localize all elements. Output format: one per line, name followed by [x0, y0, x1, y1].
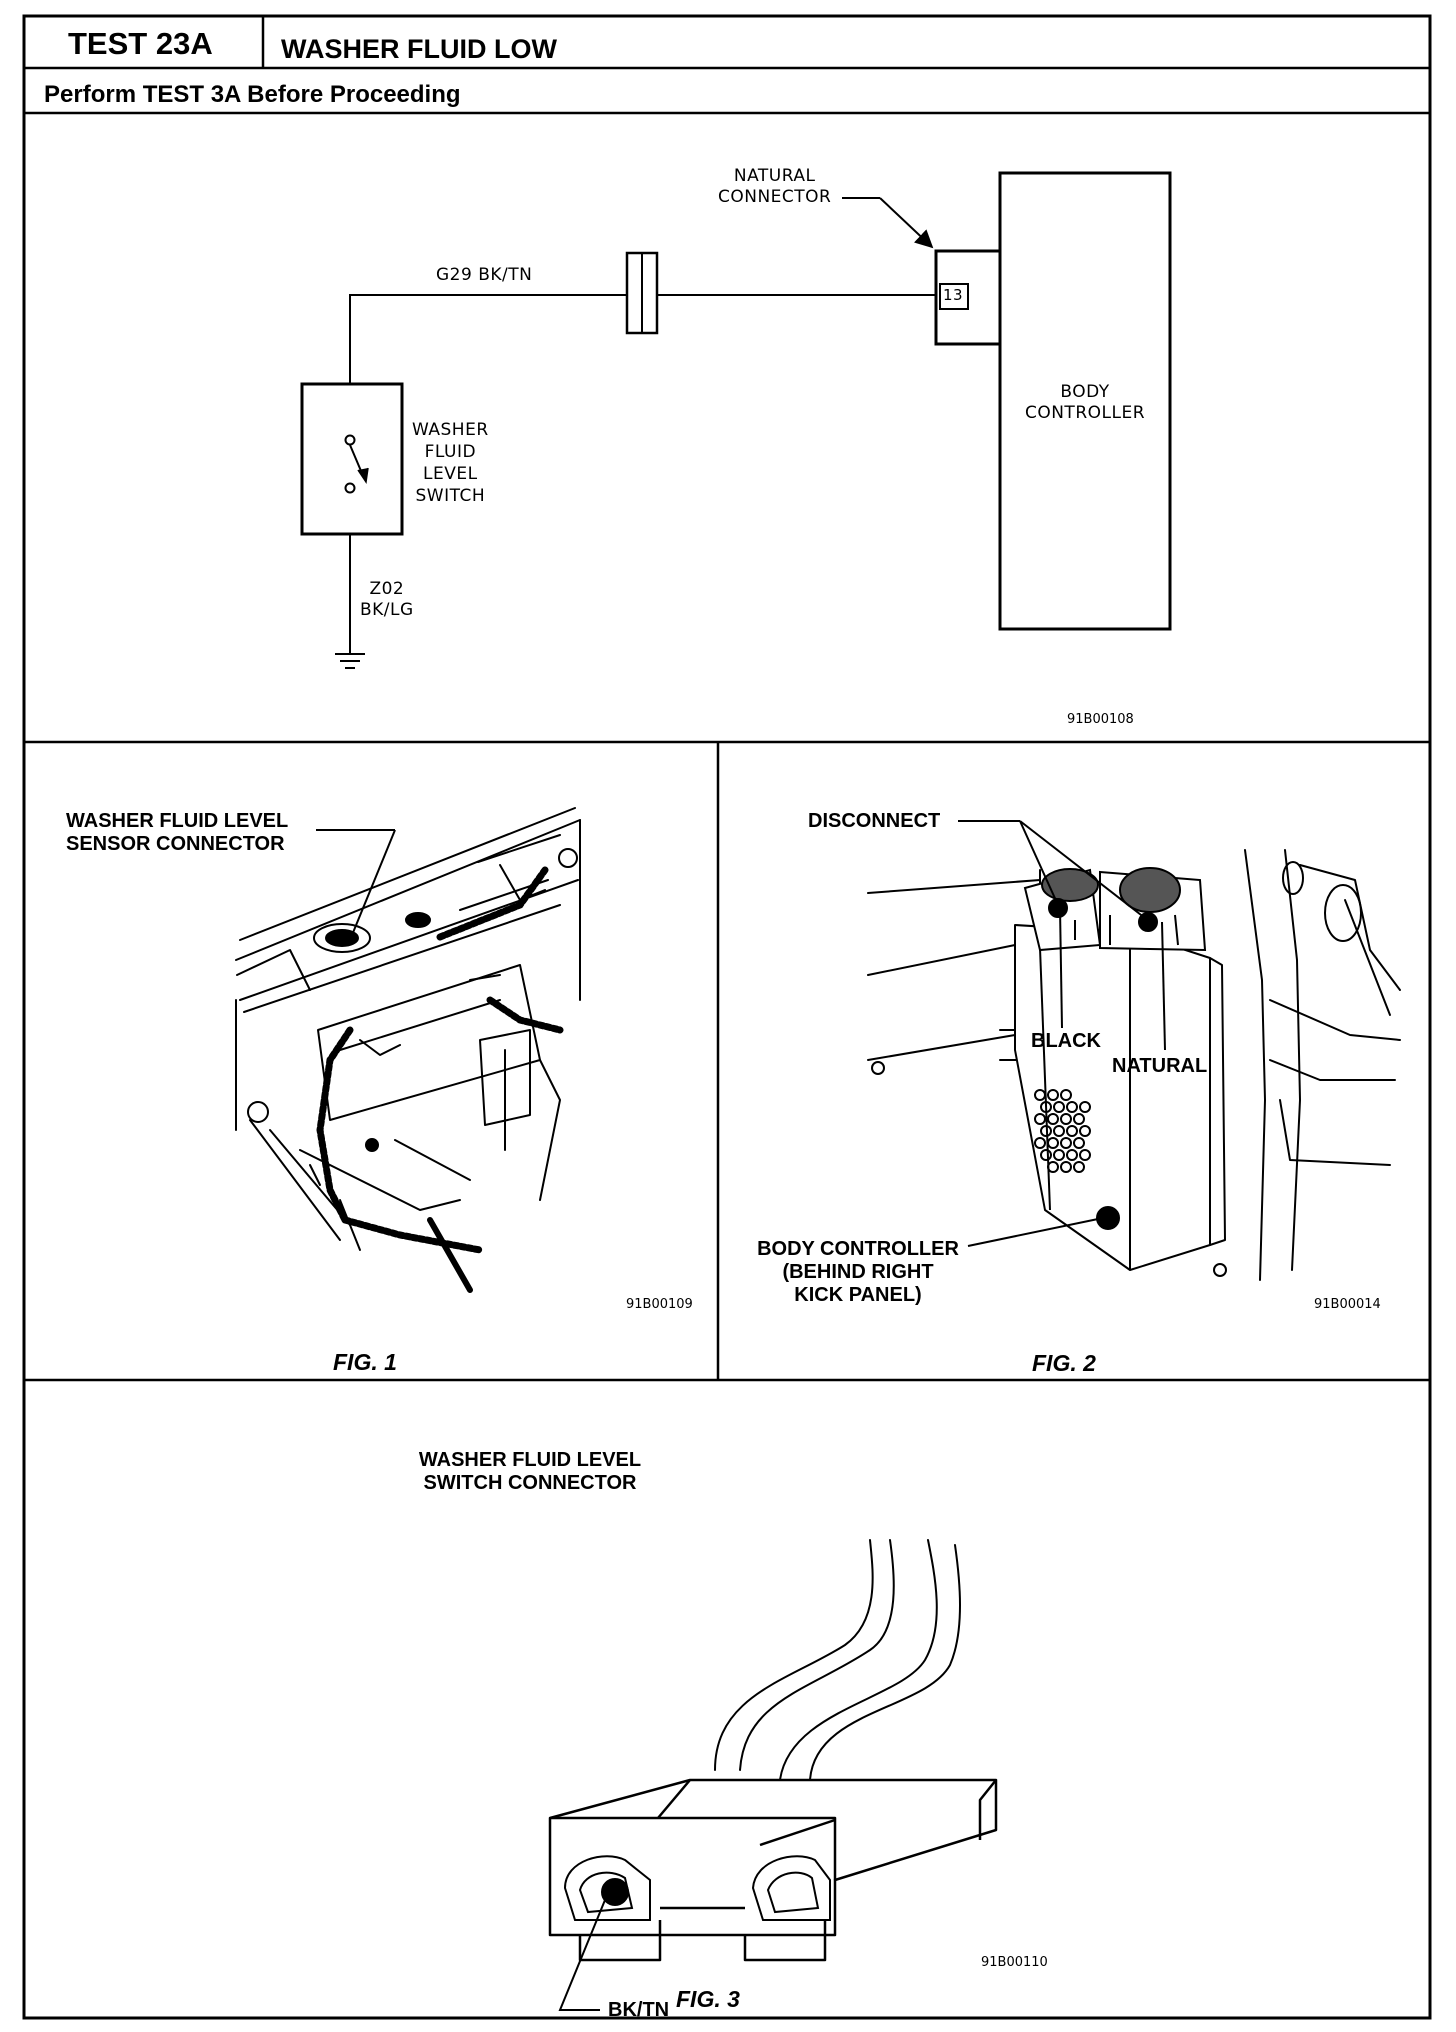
- fig3-switch-connector-title: WASHER FLUID LEVEL SWITCH CONNECTOR: [418, 1449, 642, 1494]
- fig2-body-controller-callout: BODY CONTROLLER (BEHIND RIGHT KICK PANEL…: [757, 1238, 959, 1306]
- fig1-sensor-connector-callout: WASHER FLUID LEVEL SENSOR CONNECTOR: [66, 810, 289, 855]
- wiring-schematic: [300, 171, 1172, 669]
- test-title: WASHER FLUID LOW: [281, 34, 557, 64]
- fig2-body-controller-module: [1014, 924, 1227, 1277]
- wire-g29-label: G29 BK/TN: [436, 265, 533, 285]
- fig3-terminal-cavities: [563, 1855, 831, 1921]
- fig1-callout-leader: [316, 829, 396, 941]
- fig1-caption: FIG. 1: [333, 1349, 397, 1375]
- fig1-washer-reservoir-connector: [247, 848, 578, 1152]
- fig2-harness-connectors: [1023, 867, 1207, 952]
- natural-connector-block: [934, 249, 1002, 346]
- fig3-figure-code: 91B00110: [981, 1955, 1048, 1970]
- test-number: TEST 23A: [68, 26, 213, 61]
- fig2-controller-vents: [1034, 1089, 1091, 1173]
- washer-fluid-level-switch: [300, 382, 404, 536]
- fig3-caption: FIG. 3: [676, 1986, 740, 2012]
- fig2-disconnect-label: DISCONNECT: [808, 810, 941, 832]
- fig2-caption: FIG. 2: [1032, 1350, 1096, 1376]
- fig2-natural-connector-label: NATURAL: [1112, 1055, 1208, 1077]
- fig1-figure-code: 91B00109: [626, 1297, 693, 1312]
- fig2-kick-panel-illustration: [867, 849, 1401, 1281]
- fig3-lead-wires: [714, 1539, 961, 1781]
- prerequisite-note: Perform TEST 3A Before Proceeding: [44, 81, 461, 108]
- pin-number: 13: [943, 286, 964, 304]
- fig3-connector-body: [548, 1778, 998, 1962]
- schematic-figure-code: 91B00108: [1067, 712, 1134, 727]
- ground-symbol: [335, 653, 365, 669]
- fig1-wiring-harness: [316, 866, 564, 1254]
- wire-g29: [349, 294, 936, 384]
- fig3-wire-leader: [558, 1899, 606, 2011]
- body-controller-label: BODY CONTROLLER: [1024, 382, 1146, 423]
- body-controller-box: [998, 171, 1172, 631]
- inline-connector-symbol: [625, 251, 659, 335]
- fig2-black-connector-label: BLACK: [1031, 1030, 1101, 1052]
- fig1-engine-bay-illustration: [235, 807, 581, 1293]
- fig2-figure-code: 91B00014: [1314, 1297, 1381, 1312]
- ground-wire-label: Z02 BK/LG: [360, 579, 414, 620]
- natural-connector-label: NATURAL CONNECTOR: [718, 166, 832, 207]
- washer-fluid-level-switch-label: WASHER FLUID LEVEL SWITCH: [412, 420, 489, 506]
- fig2-leader-lines: [958, 820, 1166, 1247]
- connector-leader-arrow: [842, 197, 934, 249]
- page-frame: [22, 14, 1432, 2020]
- fig3-wire-color-label: BK/TN: [608, 1999, 670, 2021]
